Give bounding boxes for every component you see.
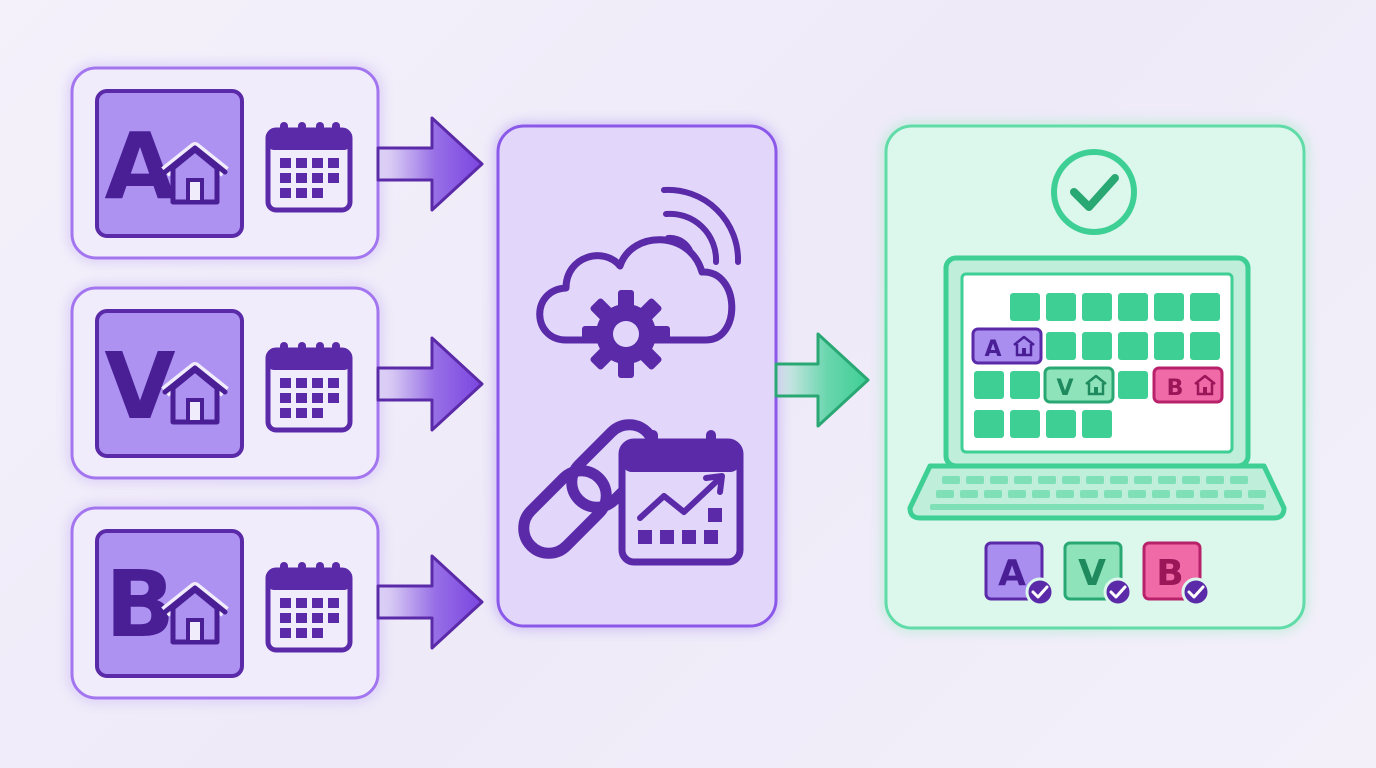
arrow-hub-to-result xyxy=(774,332,870,428)
calendar-booking-a: A xyxy=(971,327,1043,365)
cloud-icon xyxy=(536,236,736,344)
unified-calendar-panel: A V B xyxy=(884,124,1306,630)
laptop-icon: A V B xyxy=(907,255,1287,521)
calendar-grid xyxy=(974,293,1220,438)
calendar-booking-b: B xyxy=(1152,366,1224,404)
check-badge-icon xyxy=(1103,577,1133,607)
sync-hub-panel xyxy=(496,124,778,628)
arrow-v-to-hub xyxy=(376,336,484,432)
booking-letter-v: V xyxy=(1056,376,1073,401)
calendar-trend-icon xyxy=(618,430,744,566)
house-icon xyxy=(161,362,229,425)
check-badge-icon xyxy=(1181,577,1211,607)
house-icon xyxy=(161,142,229,205)
arrow-a-to-hub xyxy=(376,116,484,212)
booking-letter-a: A xyxy=(984,337,1001,362)
badge-letter-a: A xyxy=(998,553,1026,594)
badge-v: V xyxy=(1063,541,1133,607)
badge-letter-v: V xyxy=(1078,553,1106,594)
house-icon xyxy=(1194,374,1216,396)
source-card-a: A xyxy=(70,66,380,260)
booking-letter-b: B xyxy=(1167,376,1184,401)
badge-letter-b: B xyxy=(1156,553,1183,594)
badge-b: B xyxy=(1142,541,1211,607)
calendar-icon xyxy=(265,122,353,213)
check-badge-icon xyxy=(1025,577,1055,607)
source-card-b: B xyxy=(70,506,380,700)
checkmark-circle-icon xyxy=(1051,149,1137,235)
calendar-icon xyxy=(265,342,353,433)
calendar-booking-v: V xyxy=(1043,366,1115,404)
arrow-b-to-hub xyxy=(376,554,484,650)
source-card-v: V xyxy=(70,286,380,480)
house-icon xyxy=(1013,335,1035,357)
house-icon xyxy=(161,582,229,645)
source-letter-b: B xyxy=(105,551,175,658)
calendar-icon xyxy=(265,562,353,653)
gear-icon xyxy=(582,290,670,378)
house-icon xyxy=(1085,374,1107,396)
badge-a: A xyxy=(984,541,1055,607)
